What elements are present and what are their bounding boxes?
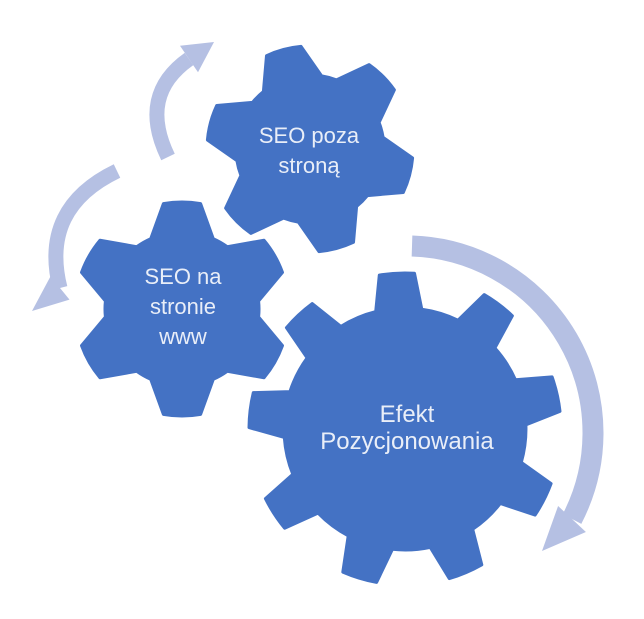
arrow-down-left-shaft (48, 164, 121, 290)
arrow-clockwise-head-icon (542, 506, 586, 551)
arrow-down-left-head-icon (32, 276, 70, 311)
arrow-clockwise-shaft (411, 235, 604, 524)
gear-icon-seo-na-stronie-www (80, 200, 284, 418)
arrow-up-right-head-icon (180, 42, 214, 73)
gear-icon-efekt-pozycjonowania (247, 271, 562, 584)
arrow-up-right-shaft (149, 52, 194, 161)
gear-icon-seo-poza-strona (205, 44, 415, 254)
